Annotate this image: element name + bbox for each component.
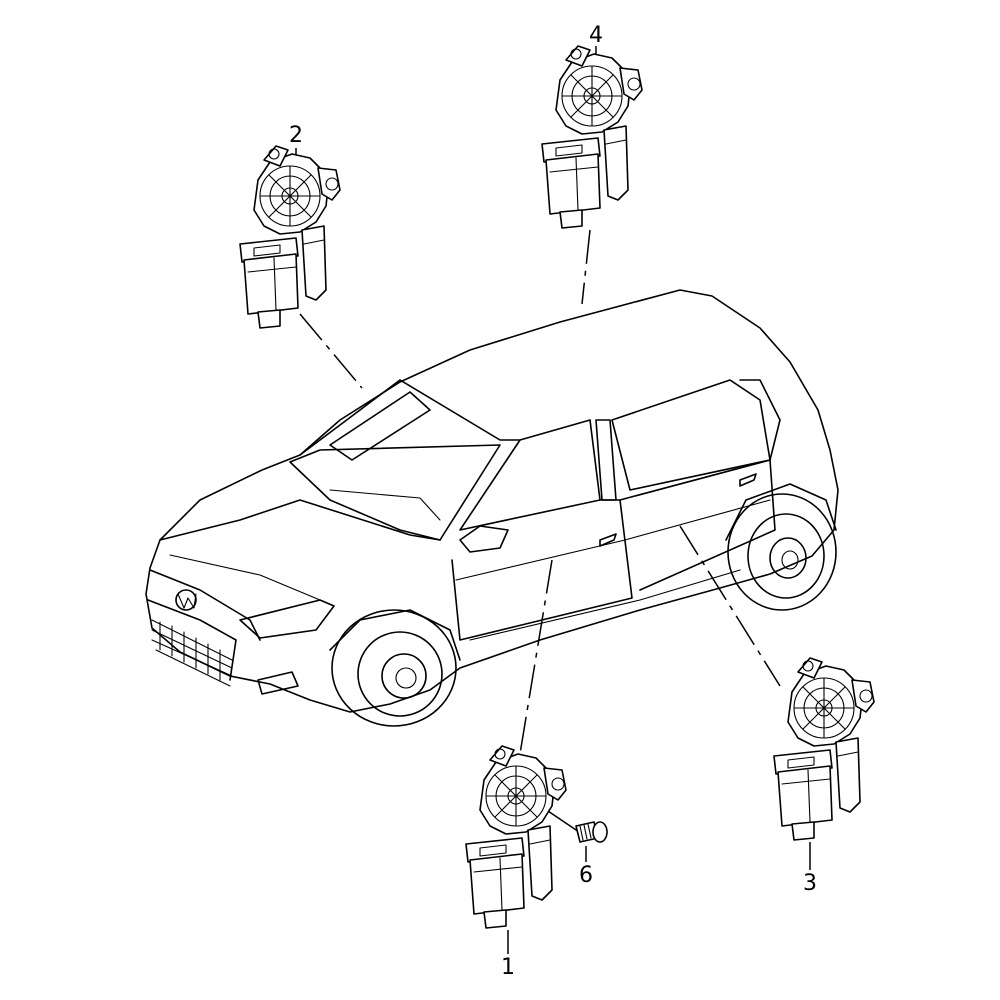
- leader-4: [581, 229, 591, 305]
- leader-1: [517, 559, 553, 767]
- car-illustration: [145, 289, 839, 727]
- window-motor-1: [465, 745, 567, 929]
- callout-1: 1: [501, 955, 515, 980]
- callout-4: 4: [589, 23, 603, 48]
- leader-2: [299, 313, 363, 389]
- leader-3: [679, 525, 781, 687]
- window-motor-4: [541, 45, 643, 229]
- window-motor-2: [239, 145, 341, 329]
- callout-3: 3: [803, 871, 817, 896]
- window-motor-3: [773, 657, 875, 841]
- callout-6: 6: [579, 863, 593, 888]
- callout-2: 2: [289, 123, 303, 148]
- screw-part-6: [575, 821, 608, 843]
